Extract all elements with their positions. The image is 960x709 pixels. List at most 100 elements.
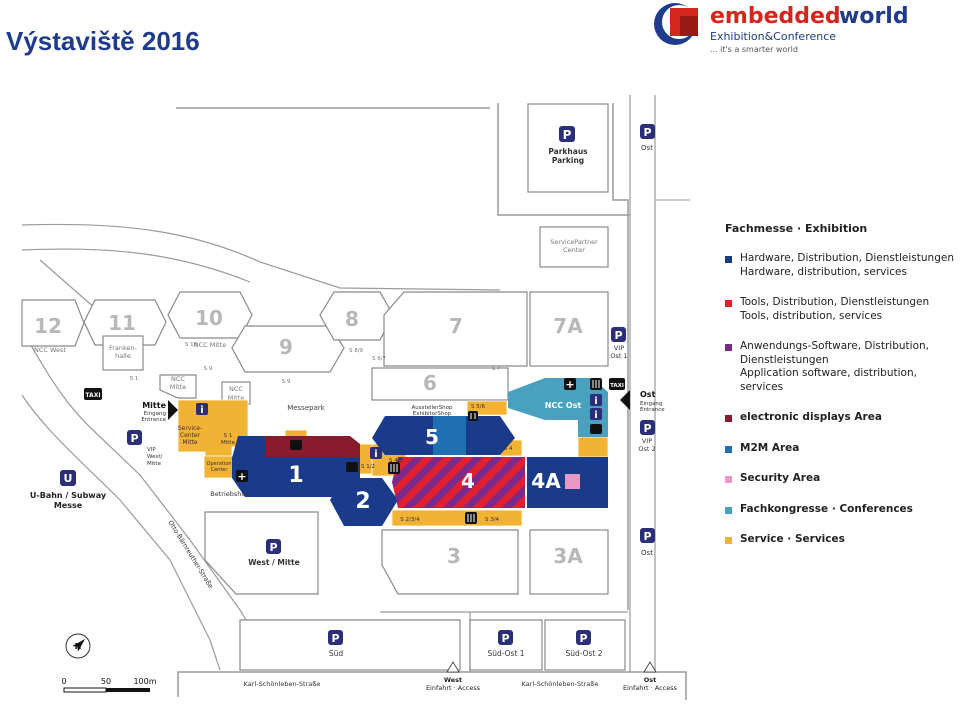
s7-label: S 7 (492, 366, 501, 372)
hall-1 (232, 436, 360, 497)
coffee-icon-ost (590, 424, 602, 434)
electronic-displays-area (265, 436, 360, 457)
service-center-label-1: Service- (178, 425, 202, 432)
vip-west-label-2: West/ (147, 454, 163, 460)
svg-text:U: U (64, 472, 73, 485)
subway-label-1: U-Bahn / Subway (30, 491, 107, 500)
ost-entrance-label: Ost (640, 390, 656, 399)
hall-7-label: 7 (449, 314, 463, 338)
ncc-west-label: NCC West (34, 346, 66, 354)
west-access-label-1: West (444, 676, 462, 684)
svg-text:N: N (75, 642, 82, 651)
legend-item-label: Application software, distribution, serv… (740, 367, 917, 393)
legend-item-label: Tools, distribution, services (740, 309, 883, 322)
svg-text:P: P (331, 632, 339, 645)
hall-11-label: 11 (108, 311, 136, 335)
fairground-map: P Parkhaus Parking ServicePartner Center… (21, 95, 690, 700)
svg-text:TAXI: TAXI (610, 383, 624, 389)
svg-text:P: P (269, 541, 277, 554)
restaurant-icon-south (465, 512, 477, 524)
betriebshof-label: Betriebshof (210, 490, 248, 498)
ost-entrance-en-label: Entrance (640, 407, 665, 413)
legend-item-label: Service · Services (740, 533, 845, 545)
s10-label: S 10 (185, 342, 198, 348)
parking-vip-ost2-icon: P (640, 420, 655, 435)
parking-west-mitte-lot (204, 511, 319, 595)
legend-item-label: Dienstleistungen (740, 353, 829, 366)
restaurant-icon (388, 462, 400, 474)
hall-4-label: 4 (461, 469, 475, 493)
site-boundary (176, 103, 687, 700)
s1-label: S 1 (292, 436, 301, 442)
embedded-world-logo: embedded world Exhibition&Conference ...… (654, 3, 909, 54)
hall-7a (529, 291, 609, 367)
m2m-area (433, 416, 466, 455)
hall-7 (383, 291, 528, 367)
logo-brand-part1: embedded (710, 4, 841, 29)
svg-text:P: P (579, 632, 587, 645)
svg-text:P: P (501, 632, 509, 645)
hall-2 (330, 478, 398, 526)
svg-text:i: i (374, 449, 377, 460)
legend-item-label: Security Area (740, 472, 821, 484)
hall-3 (381, 529, 519, 595)
legend-item: Security Area (725, 472, 960, 486)
parking-sud-label: Süd (329, 649, 344, 658)
info-icon-ost: i (590, 394, 602, 407)
frankenhalle-label-1: Franken- (109, 344, 138, 352)
parking-icon: P (559, 126, 575, 142)
hall-1-label: 1 (288, 463, 303, 488)
svg-text:100m: 100m (133, 677, 156, 686)
ost-access-arrow-icon (643, 661, 657, 673)
taxi-icon: TAXI (84, 388, 102, 400)
vip-ost2-label-2: Ost 2 (638, 445, 655, 453)
svg-text:P: P (643, 126, 651, 139)
page-title: Výstaviště 2016 (6, 26, 200, 56)
parking-sud-ost1-label: Süd-Ost 1 (487, 649, 524, 658)
hall-12-label: 12 (34, 314, 62, 338)
hall-3a (529, 529, 609, 595)
parkhaus-label: Parkhaus (548, 147, 588, 156)
ost-access-label-1: Ost (644, 676, 657, 684)
hall-7a-label: 7A (553, 314, 583, 338)
servicepartner-label-2: Center (563, 246, 585, 254)
parking-sud-ost2-label: Süd-Ost 2 (565, 649, 602, 658)
parking-label: Parking (552, 156, 584, 165)
info-icon-ost-2: i (590, 408, 602, 421)
parkhaus-building (527, 103, 609, 193)
parking-vip-ost1-icon: P (611, 327, 626, 342)
legend-item-label: Hardware, distribution, services (740, 265, 907, 278)
mitte-entrance-arrow-icon (168, 400, 178, 420)
s1-west-label: S 1 (130, 376, 139, 382)
ost-entrance-arrow-icon (620, 390, 630, 410)
ncc-mitte-west (159, 374, 197, 399)
mitte-entrance-label: Mitte (142, 401, 166, 410)
subway-icon: U (60, 470, 76, 486)
parking-vip-west-icon: P (127, 430, 142, 445)
vip-ost2-label-1: VIP (642, 437, 652, 445)
parking-west-mitte-label: West / Mitte (248, 558, 299, 567)
map-legend: Fachmesse · Exhibition Hardware, Distrib… (725, 222, 960, 564)
parking-sud-lot (239, 619, 461, 671)
ncc-mitte-label-e: NCC Mitte (194, 341, 227, 349)
svg-text:P: P (643, 422, 651, 435)
ncc-ost-label: NCC Ost (545, 401, 582, 410)
s1-mitte-label-2: Mitte (221, 440, 236, 446)
svg-text:TAXI: TAXI (85, 392, 100, 399)
ncc-mitte-label-c: NCC (229, 385, 243, 393)
svg-text:P: P (563, 128, 572, 142)
s67-label: S 6/7 (372, 356, 387, 362)
security-area (565, 474, 580, 489)
svg-text:i: i (200, 405, 203, 416)
first-aid-icon-ost: + (564, 378, 576, 391)
logo-brand-part2: world (839, 4, 909, 29)
parking-ost-right-icon: P (640, 528, 655, 543)
s89-label: S 8/9 (349, 348, 364, 354)
hall-11 (83, 299, 167, 346)
hall-3a-label: 3A (553, 544, 583, 568)
svg-text:i: i (594, 410, 597, 421)
servicepartner-building (539, 226, 609, 268)
legend-item-label: Hardware, Distribution, Dienstleistungen (740, 252, 954, 264)
first-aid-icon: + (236, 470, 248, 483)
